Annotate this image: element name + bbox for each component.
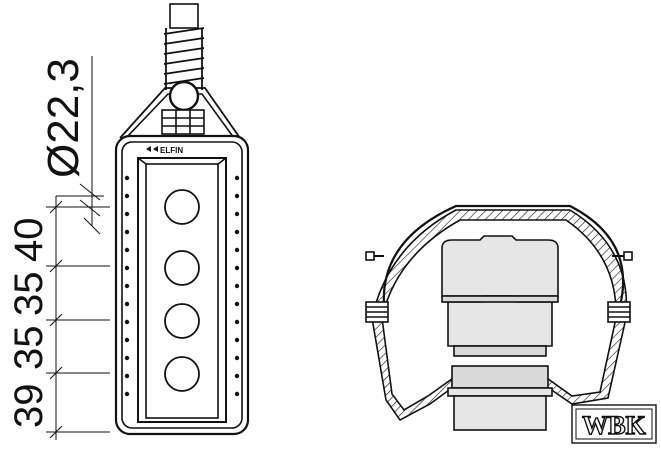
cable-gland bbox=[161, 109, 205, 135]
brand-label: ELFIN bbox=[160, 146, 183, 155]
strain-relief-spring bbox=[163, 27, 205, 90]
dimension-label-3: 35 bbox=[7, 326, 51, 371]
push-button-1 bbox=[164, 189, 200, 225]
dimension-label-4: 39 bbox=[7, 384, 51, 429]
cable bbox=[169, 3, 199, 29]
diameter-label: Ø22,3 bbox=[39, 58, 88, 178]
dimension-label-2: 35 bbox=[7, 272, 51, 317]
brand-logo bbox=[146, 146, 158, 152]
button-cap bbox=[453, 395, 547, 431]
hanger-wire bbox=[382, 204, 625, 307]
push-button-4 bbox=[164, 356, 200, 392]
push-button-2 bbox=[164, 250, 200, 286]
watermark-text: WBK bbox=[582, 411, 646, 440]
front-view bbox=[114, 3, 250, 436]
push-button-3 bbox=[164, 303, 200, 339]
button-actuator bbox=[451, 365, 549, 389]
watermark-logo: WBK bbox=[571, 404, 657, 444]
contact-block-upper bbox=[441, 235, 559, 297]
dimension-lines bbox=[46, 56, 110, 440]
button-panel-outer bbox=[137, 157, 227, 423]
contact-block-lower bbox=[447, 295, 553, 347]
dimension-label-1: 40 bbox=[7, 218, 51, 263]
push-buttons bbox=[164, 189, 200, 392]
button-panel-inner bbox=[145, 163, 219, 419]
side-screws bbox=[124, 175, 240, 397]
hanger-eye bbox=[168, 80, 200, 112]
enclosure-inner bbox=[121, 141, 243, 429]
section-view bbox=[365, 204, 633, 431]
